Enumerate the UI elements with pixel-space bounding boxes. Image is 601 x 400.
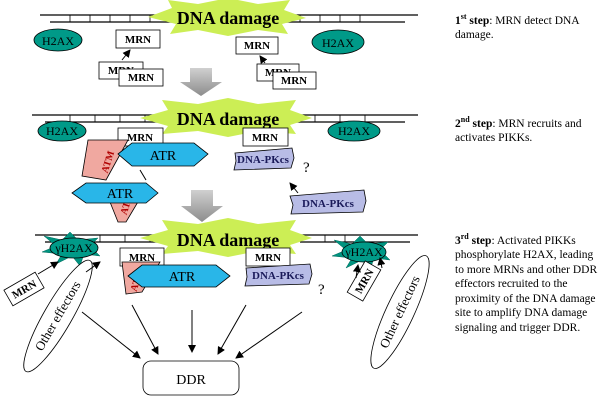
h2ax-oval: H2AX — [327, 120, 381, 142]
mrn-label: MRN — [255, 252, 281, 264]
h2ax-oval: H2AX — [37, 120, 87, 142]
arrow — [352, 264, 361, 279]
step2-panel: DNA damage H2AX H2AX MRN MRN ATM ATR DN — [32, 98, 418, 223]
ddr-pathway-diagram: DNA damage H2AX H2AX MRN MRN MRN MRN — [3, 0, 430, 396]
gamma-h2ax-cluster: γH2AX — [41, 231, 101, 267]
step1-panel: DNA damage H2AX H2AX MRN MRN MRN MRN — [33, 0, 418, 96]
dna-damage-label: DNA damage — [177, 230, 280, 250]
atr-label: ATR — [150, 149, 177, 164]
mrn-label: MRN — [129, 252, 155, 264]
atr-label: ATR — [169, 270, 196, 285]
mrn-box: MRN — [242, 127, 289, 147]
mrn-box: MRN — [346, 260, 382, 302]
mrn-box: MRN — [235, 36, 279, 55]
dna-pkcs-label: DNA-PKcs — [237, 154, 290, 166]
step-1-text: 1st step: MRN detect DNA damage. — [455, 12, 579, 42]
arrow — [139, 169, 147, 181]
mrn-label: MRN — [281, 75, 307, 87]
arrow — [289, 182, 299, 194]
mrn-box: MRN — [3, 271, 45, 307]
step-2-text: 2nd step: MRN recruits and activates PIK… — [455, 115, 582, 145]
h2ax-oval: H2AX — [311, 29, 365, 55]
arrow — [377, 257, 386, 269]
dna-strand — [40, 14, 418, 23]
step-transition-arrow — [180, 68, 222, 96]
mrn-label: MRN — [127, 132, 153, 144]
arrow — [259, 55, 268, 65]
gamma-h2ax-label: γH2AX — [344, 245, 383, 259]
dna-pkcs-label: DNA-PKcs — [252, 270, 305, 282]
question-mark: ? — [318, 282, 325, 298]
h2ax-label: H2AX — [322, 36, 354, 50]
ddr-label: DDR — [176, 373, 206, 388]
mrn-label: MRN — [125, 34, 151, 46]
atm-kinase: ATM — [81, 139, 129, 181]
arrow — [85, 261, 101, 273]
mrn-box: MRN — [272, 71, 317, 90]
damage-burst — [140, 98, 312, 137]
mrn-label: MRN — [128, 72, 154, 84]
mrn-box: MRN — [117, 127, 164, 147]
mrn-label: MRN — [252, 132, 278, 144]
damage-burst — [140, 218, 312, 257]
dna-pkcs-label: DNA-PKcs — [302, 198, 355, 210]
h2ax-label: H2AX — [42, 34, 74, 48]
mrn-box: MRN — [115, 29, 161, 49]
h2ax-label: H2AX — [46, 124, 78, 138]
arrow — [37, 261, 59, 275]
step-descriptions: 1st step: MRN detect DNA damage. 2nd ste… — [455, 0, 601, 400]
atr-kinase: ATR — [127, 264, 231, 288]
other-effectors-oval: Other effectors — [23, 259, 93, 373]
atr-label: ATR — [107, 187, 134, 202]
gamma-h2ax-cluster: γH2AX — [331, 235, 391, 271]
dna-pkcs-kinase: DNA-PKcs — [289, 189, 367, 215]
gamma-h2ax-label: γH2AX — [54, 241, 93, 255]
dna-pkcs-kinase: DNA-PKcs — [233, 147, 295, 171]
step3-panel: DNA damage γH2AX γH2AX MRN MRN ATM ATR — [3, 218, 430, 396]
step-transition-arrow — [181, 190, 223, 222]
mrn-box: MRN — [118, 68, 164, 87]
damage-burst — [148, 0, 306, 36]
question-mark: ? — [303, 160, 310, 176]
arrow — [121, 49, 131, 61]
dna-damage-label: DNA damage — [177, 8, 280, 28]
mrn-box: MRN — [245, 247, 291, 267]
ddr-box: DDR — [142, 360, 240, 396]
mrn-box: MRN — [119, 247, 165, 267]
h2ax-label: H2AX — [338, 124, 370, 138]
h2ax-oval: H2AX — [33, 28, 83, 52]
mrn-label: MRN — [244, 40, 270, 52]
atr-kinase: ATR — [117, 142, 209, 167]
step-3-text: 3rd step: Activated PIKKs phosphorylate … — [455, 232, 598, 334]
ddr-convergence-arrows — [81, 304, 303, 359]
atr-kinase: ATR — [71, 182, 159, 204]
dna-damage-label: DNA damage — [177, 109, 280, 129]
dna-pkcs-kinase: DNA-PKcs — [244, 263, 313, 287]
